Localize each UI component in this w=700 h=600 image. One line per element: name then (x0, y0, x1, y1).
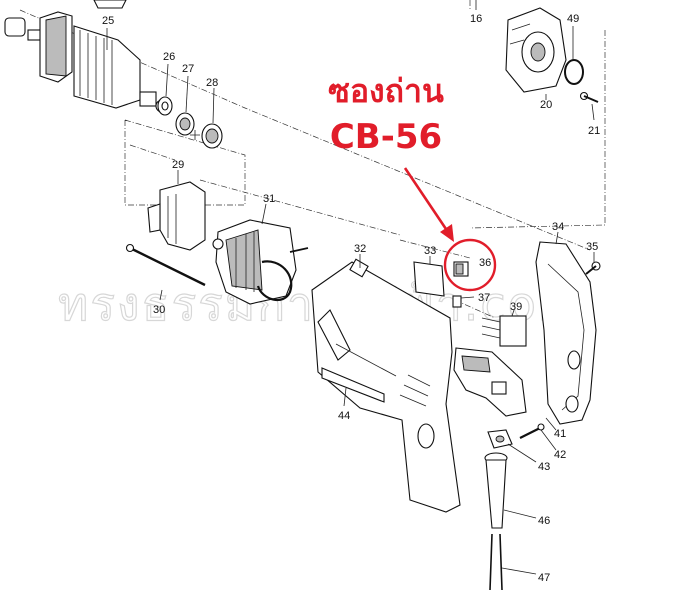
carbon-brush-part-37 (452, 295, 462, 308)
field-coil-part-31 (212, 219, 309, 305)
o-ring-part-49 (564, 59, 584, 85)
leader-39 (511, 309, 515, 317)
part-label-31: 31 (263, 193, 275, 205)
callout-title-thai: ซองถ่าน (328, 72, 444, 110)
leader-46 (503, 509, 537, 519)
screw-part-42 (519, 423, 545, 439)
part-label-16: 16 (470, 13, 482, 25)
part-label-33: 33 (424, 245, 436, 257)
part-label-46: 46 (538, 515, 550, 527)
part-label-39: 39 (510, 301, 522, 313)
part-label-47: 47 (538, 572, 550, 584)
cord-guard-part-46 (484, 452, 508, 529)
part-label-28: 28 (206, 77, 218, 89)
partial-part-top (93, 0, 127, 9)
bearing-part-27 (175, 112, 195, 136)
part-label-25: 25 (102, 15, 114, 27)
part-label-20: 20 (540, 99, 552, 111)
leader-34 (555, 231, 559, 245)
leader-37 (460, 296, 475, 299)
leader-42 (540, 429, 557, 451)
part-label-49: 49 (567, 13, 579, 25)
baffle-ring-part-29 (147, 181, 206, 251)
leader-26 (165, 63, 169, 97)
armature-part-25 (4, 11, 169, 113)
label-plate-part-44 (321, 367, 385, 403)
insulation-sheet-part-33 (413, 261, 445, 297)
bearing-part-28 (201, 123, 223, 149)
washer-part-26 (157, 96, 173, 116)
capacitor-part-39 (481, 315, 527, 347)
part-label-26: 26 (163, 51, 175, 63)
part-label-35: 35 (586, 241, 598, 253)
part-label-43: 43 (538, 461, 550, 473)
highlight-circle (443, 238, 497, 292)
part-label-27: 27 (182, 63, 194, 75)
screw-part-21 (579, 91, 599, 103)
leader-30 (159, 289, 163, 301)
part-label-37: 37 (478, 292, 490, 304)
screw-part-30 (125, 243, 206, 287)
leader-31 (261, 203, 267, 225)
part-label-41: 41 (554, 428, 566, 440)
part-label-44: 44 (338, 410, 350, 422)
part-label-42: 42 (554, 449, 566, 461)
power-cord-part-47 (489, 533, 503, 591)
part-label-36: 36 (479, 257, 491, 269)
cord-clamp-part-43 (487, 429, 513, 449)
part-label-21: 21 (588, 125, 600, 137)
leader-41 (545, 417, 557, 431)
leader-28 (212, 87, 215, 124)
part-label-30: 30 (153, 304, 165, 316)
part-label-29: 29 (172, 159, 184, 171)
housing-part-32 (311, 258, 461, 513)
leader-47 (501, 567, 537, 575)
part-label-34: 34 (552, 221, 564, 233)
brush-holder-part-36 (453, 261, 469, 277)
leader-27 (185, 75, 189, 113)
alignment-mark (190, 130, 200, 140)
switch-assembly (453, 347, 527, 417)
leader-21 (591, 103, 595, 121)
leader-43 (507, 443, 537, 463)
gear-cover-part-20 (505, 7, 567, 93)
callout-arrow (403, 167, 454, 242)
handle-part-34 (535, 241, 597, 425)
part-label-32: 32 (354, 243, 366, 255)
leader-44 (343, 387, 347, 407)
callout-part-code: CB-56 (330, 117, 442, 157)
screw-part-35 (585, 261, 601, 275)
